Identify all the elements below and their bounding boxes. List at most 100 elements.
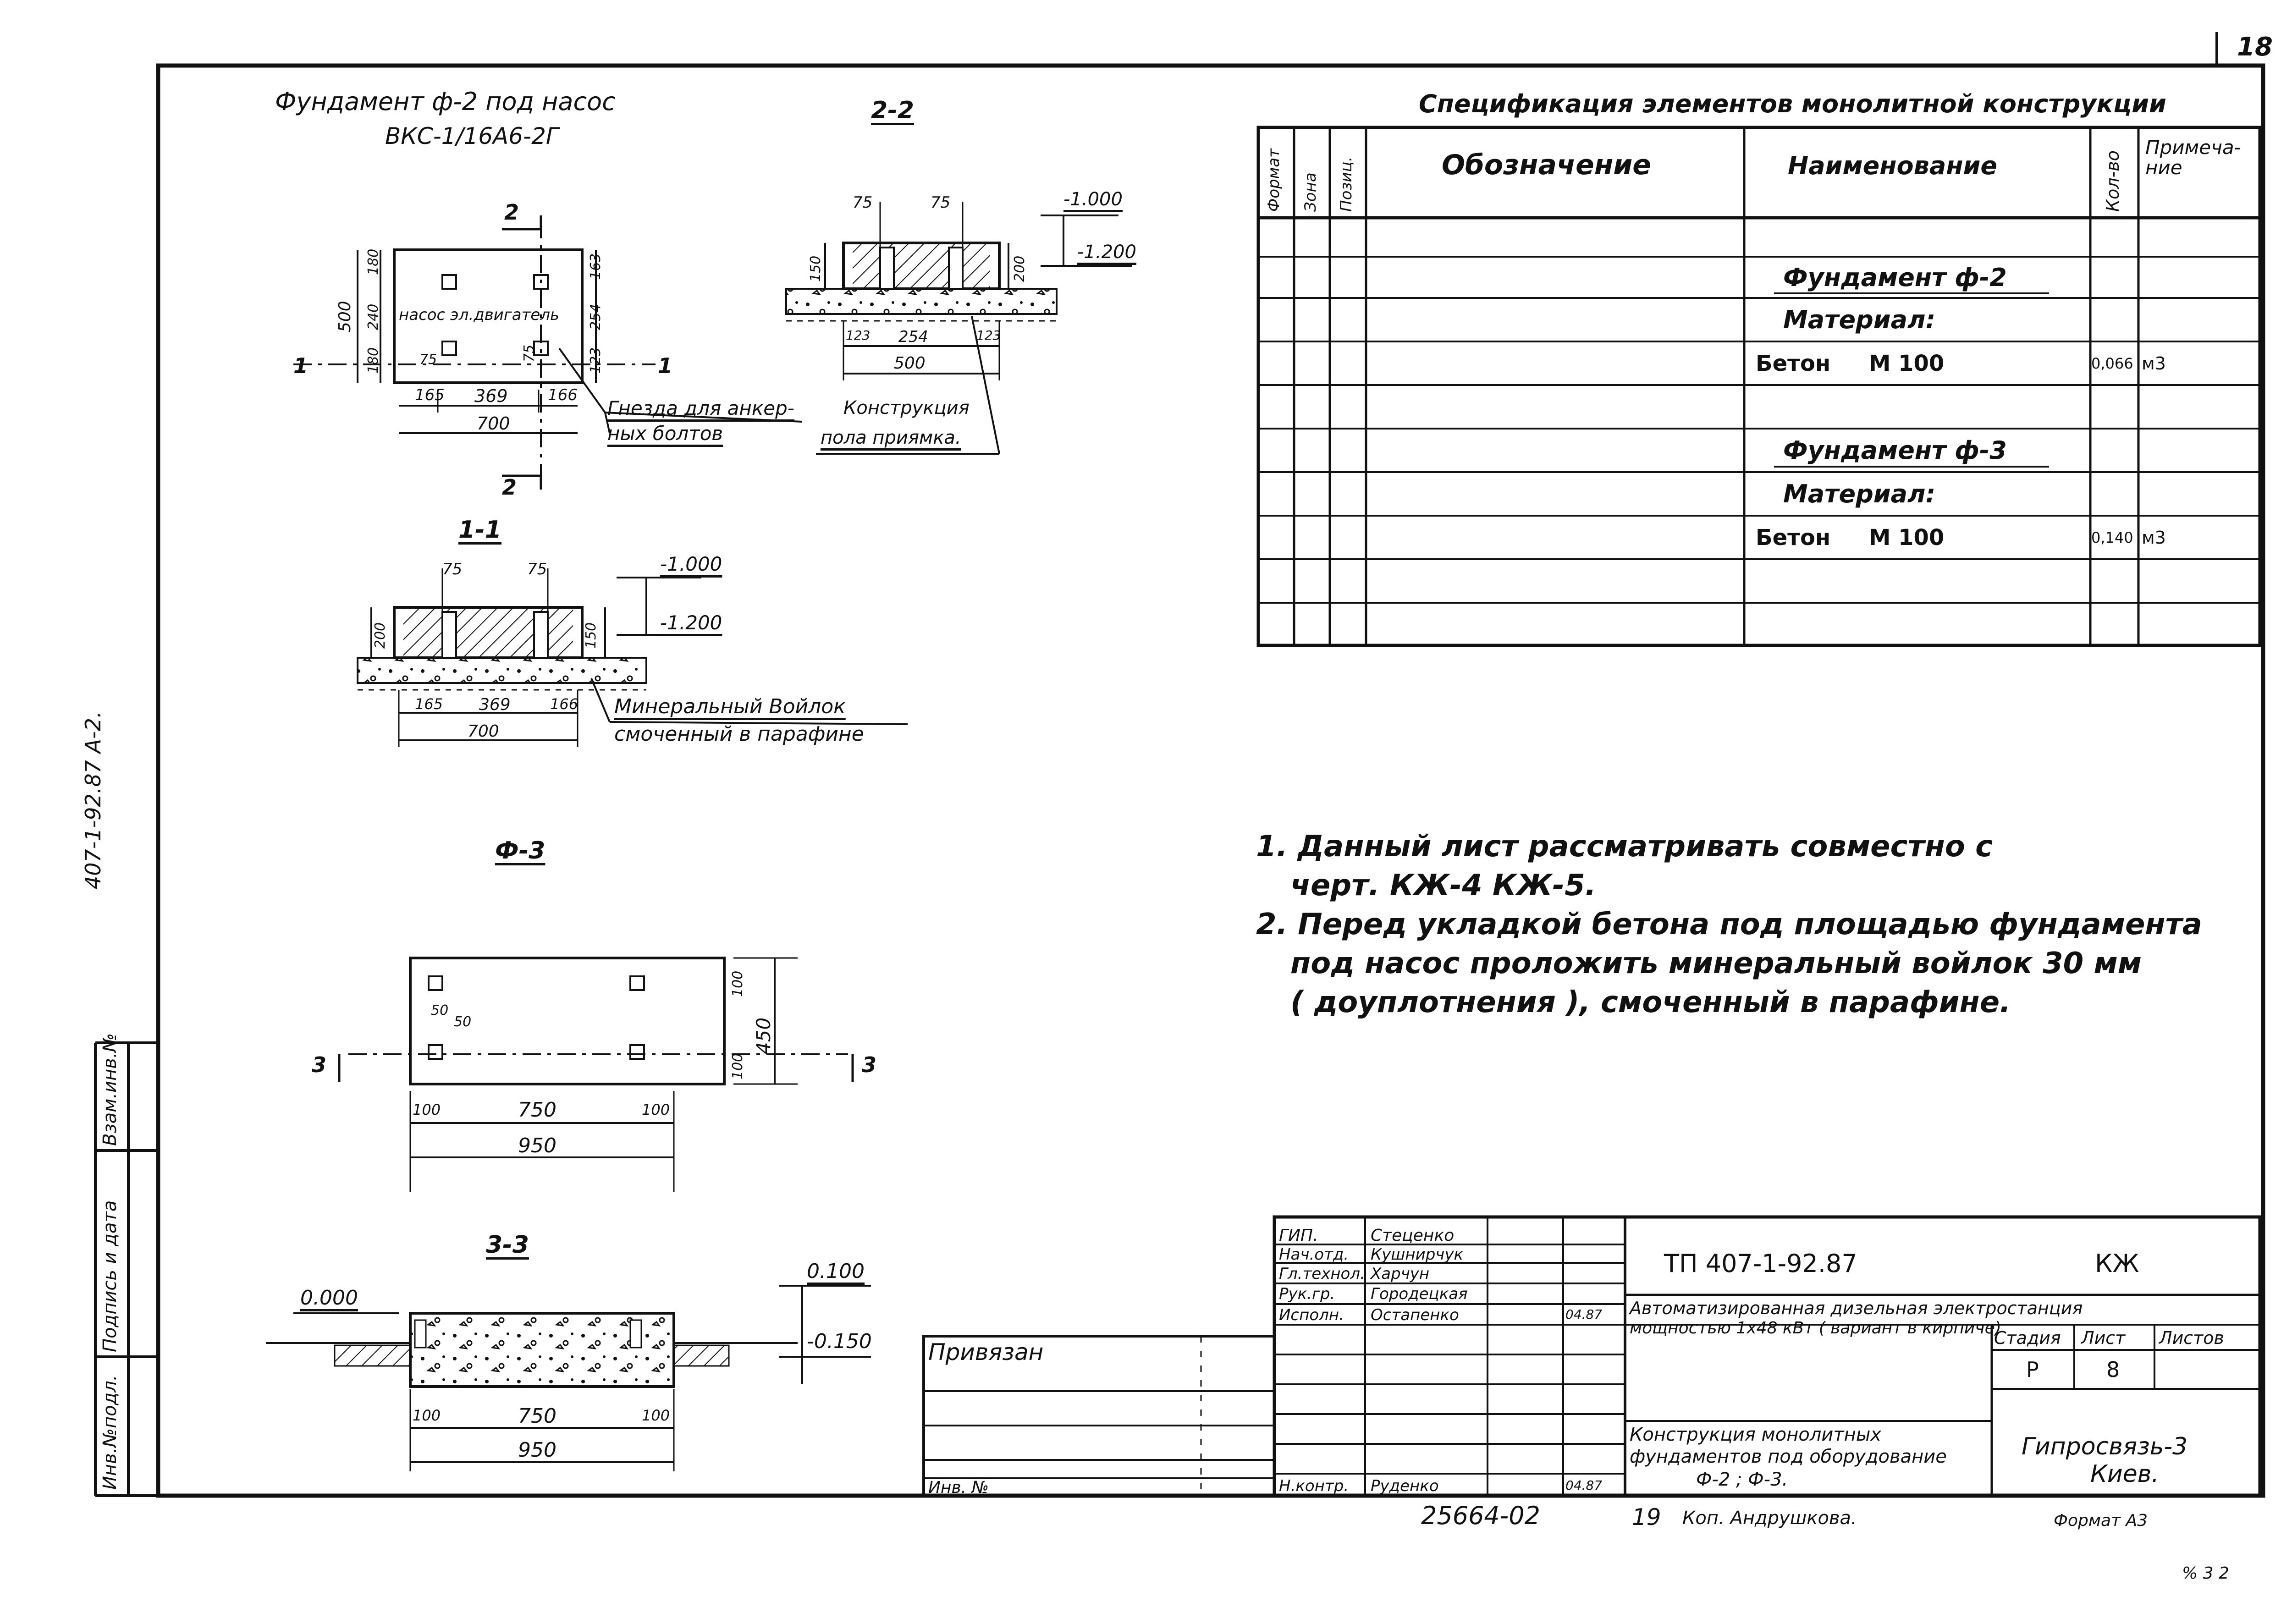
section-2-2-lines (785, 202, 1132, 455)
binding-inv-no: Инв. № (928, 1478, 989, 1497)
f3-section-right: 3 (862, 1052, 877, 1077)
s22-level-bottom: -1.200 (1077, 242, 1136, 263)
tb-date-4: 04.87 (1565, 1307, 1603, 1322)
stamp-number: 25664-02 (1421, 1501, 1540, 1530)
f3-dim-w-mid: 750 (518, 1098, 556, 1122)
s22-dim-w-a: 123 (846, 328, 871, 343)
left-strip-sign-date: Подпись и дата (99, 1200, 121, 1352)
tb-stage: Р (2026, 1357, 2039, 1382)
f3-dim-w-total: 950 (518, 1134, 556, 1157)
tb-drawing-title-line1: Конструкция монолитных (1630, 1424, 1882, 1445)
spec-row-5-name: Фундамент ф-3 (1783, 436, 2007, 465)
tb-sheet-header: Лист (2081, 1328, 2126, 1348)
s33-dim-w-left: 100 (413, 1407, 441, 1424)
tb-stage-header: Стадия (1994, 1328, 2061, 1348)
spec-header-format: Формат (1265, 149, 1283, 212)
s11-level-top: -1.000 (660, 553, 722, 575)
f2-dim-w-mid: 369 (474, 386, 508, 406)
note-2-line1: 2. Перед укладкой бетона под площадью фу… (1256, 908, 2202, 941)
s33-level-right-bottom: -0.150 (807, 1330, 872, 1353)
tb-sheets-header: Листов (2159, 1328, 2224, 1348)
tb-name-5: Руденко (1371, 1477, 1439, 1495)
s11-dim-hole-a: 75 (442, 560, 463, 578)
spec-header-position: Позиц. (1337, 156, 1355, 212)
binding-privyazan: Привязан (928, 1339, 1044, 1365)
s22-level-top: -1.000 (1063, 189, 1123, 210)
tb-name-0: Стеценко (1371, 1226, 1455, 1245)
section-1-1-title: 1-1 (458, 516, 501, 544)
spec-row-1-name: Фундамент ф-2 (1783, 263, 2007, 292)
s33-dim-w-total: 950 (518, 1438, 556, 1462)
s11-dim-depth-left: 200 (372, 622, 388, 649)
s11-dim-w-total: 700 (468, 722, 499, 741)
copy-number: 19 (1632, 1504, 1661, 1530)
spec-row-3-unit: м3 (2142, 353, 2166, 374)
s22-dim-w-b: 254 (898, 328, 928, 346)
tb-name-1: Кушнирчук (1371, 1245, 1464, 1264)
spec-row-3-qty: 0,066 (2091, 354, 2133, 372)
f3-dim-h-total: 450 (752, 1017, 775, 1054)
tb-project-title-line2: мощностью 1х48 кВт ( вариант в кирпиче) (1630, 1319, 2001, 1338)
s11-level-bottom: -1.200 (660, 611, 722, 634)
s22-note-line1: Конструкция (843, 397, 970, 418)
copied-by: Коп. Андрушкова. (1682, 1508, 1857, 1529)
sheet-frame (156, 32, 2265, 1498)
s11-dim-hole-b: 75 (527, 560, 547, 578)
f2-plan-section-right: 1 (658, 353, 673, 378)
s22-dim-w-c: 123 (976, 328, 1001, 343)
f3-dim-h-bot: 100 (730, 1053, 746, 1079)
tb-role-2: Гл.технол. (1279, 1265, 1365, 1283)
f2-title-line2: ВКС-1/16А6-2Г (385, 123, 559, 149)
s11-dim-depth-right: 150 (583, 622, 599, 649)
tb-role-5: Н.контр. (1279, 1477, 1349, 1495)
spec-row-7-qty: 0,140 (2091, 528, 2133, 546)
left-strip-inv-podl: Инв.№подл. (99, 1375, 121, 1490)
tb-drawing-title-line3: Ф-2 ; Ф-3. (1696, 1469, 1788, 1490)
s33-dim-w-right: 100 (642, 1407, 670, 1424)
f3-dim-w-left: 100 (413, 1101, 441, 1118)
f3-dim-w-right: 100 (642, 1101, 670, 1118)
section-1-1-lines (357, 568, 908, 747)
f2-plan-section-bottom: 2 (502, 475, 517, 500)
f2-dim-h-r1: 163 (588, 253, 604, 280)
spec-header-note: Примеча-ние (2145, 136, 2241, 179)
title-block-lines (1273, 1215, 2262, 1497)
tb-role-1: Нач.отд. (1279, 1245, 1349, 1264)
tb-sheet-no: 8 (2106, 1357, 2120, 1382)
s33-level-left: 0.000 (300, 1286, 358, 1310)
f2-dim-w-left: 165 (415, 386, 445, 404)
tb-role-0: ГИП. (1279, 1226, 1318, 1245)
tb-name-4: Остапенко (1371, 1306, 1459, 1324)
left-strip-vzam: Взам.инв.№ (99, 1033, 121, 1146)
f2-dim-hole1: 75 (419, 352, 437, 368)
f2-anchor-sockets-line1: Гнезда для анкер- (607, 397, 794, 419)
f2-dim-w-right: 166 (548, 386, 578, 404)
f2-plan-section-top: 2 (504, 200, 519, 225)
s22-dim-hole-b: 75 (931, 193, 951, 212)
note-2-line3: ( доуплотнения ), смоченный в парафине. (1290, 985, 2011, 1019)
s11-dim-w-c: 166 (550, 695, 579, 713)
f3-dim-hole-b: 50 (454, 1014, 472, 1030)
f2-title-line1: Фундамент ф-2 под насос (275, 87, 616, 116)
s11-dim-w-b: 369 (479, 695, 511, 714)
side-code: 407-1-92.87 А-2. (81, 711, 105, 889)
f2-dim-h-bot: 180 (365, 347, 381, 374)
tb-project-code: ТП 407-1-92.87 (1664, 1249, 1857, 1278)
f2-dim-h-r3: 123 (588, 347, 604, 374)
s11-note-line1: Минеральный Войлок (614, 695, 846, 718)
spec-table-lines (1256, 126, 2262, 647)
f2-plan-lines (293, 215, 803, 490)
f2-dim-hole2: 75 (521, 344, 537, 362)
tb-name-2: Харчун (1371, 1265, 1430, 1283)
spec-header-qty: Кол-во (2103, 150, 2123, 212)
spec-header-designation: Обозначение (1442, 149, 1652, 181)
left-strip-lines (94, 1041, 158, 1497)
f2-plan-section-left: 1 (293, 353, 309, 378)
f3-title: Ф-3 (495, 837, 545, 864)
f3-dim-hole-a: 50 (431, 1002, 449, 1018)
spec-header-name: Наименование (1788, 151, 1998, 180)
s22-note-line2: пола приямка. (821, 427, 961, 448)
s22-dim-depth-left: 150 (808, 255, 824, 282)
tb-date-5: 04.87 (1565, 1478, 1603, 1493)
